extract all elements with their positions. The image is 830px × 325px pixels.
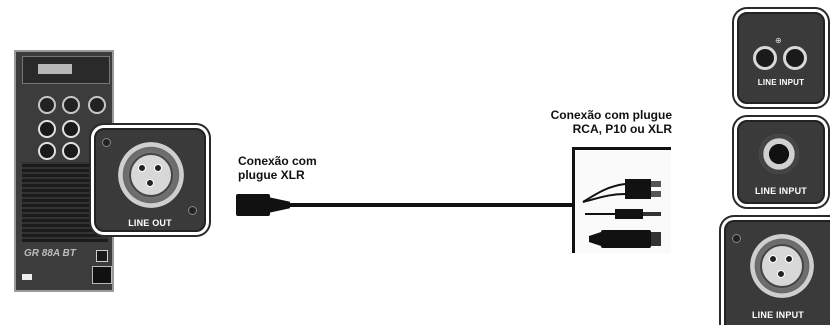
screw-icon <box>188 206 197 215</box>
input-jack <box>62 120 80 138</box>
volume-knob <box>38 96 56 114</box>
p10-line-input-box: LINE INPUT <box>737 120 825 204</box>
xlr-input-face <box>760 244 804 288</box>
rca-line-input-label: LINE INPUT <box>757 78 805 87</box>
p10-jack-icon <box>759 134 799 174</box>
power-switch <box>96 250 108 262</box>
xlr-pin <box>138 164 146 172</box>
input-options-caption-line-1: Conexão com plugue <box>550 108 672 122</box>
rca-jack-icon <box>753 46 777 70</box>
xlr-caption-line-1: Conexão com <box>238 154 317 168</box>
input-options-caption-line-2: RCA, P10 ou XLR <box>572 122 672 136</box>
model-name: GR 88A BT <box>24 248 76 259</box>
power-inlet <box>92 266 112 284</box>
p10-plug-icon <box>585 209 661 219</box>
xlr-plug-strain-relief <box>268 197 290 213</box>
xlr-connector-face <box>129 153 173 197</box>
xlr-pin <box>777 270 785 278</box>
xlr-caption: Conexão com plugue XLR <box>238 154 317 182</box>
audio-cable <box>288 203 590 207</box>
xlr-line-input-label: LINE INPUT <box>751 310 804 320</box>
panel-display <box>38 64 72 74</box>
xlr-caption-line-2: plugue XLR <box>238 168 305 182</box>
xlr-pin <box>154 164 162 172</box>
volume-knob <box>62 96 80 114</box>
rca-line-input-box: ⊕ LINE INPUT <box>737 12 825 104</box>
input-jack <box>62 142 80 160</box>
input-options-caption: Conexão com plugue RCA, P10 ou XLR <box>536 108 672 136</box>
rca-jack-icon <box>783 46 807 70</box>
volume-knob <box>88 96 106 114</box>
heatsink <box>22 162 108 242</box>
plug-options-graphic <box>582 179 661 248</box>
xlr-pin <box>146 179 154 187</box>
screw-icon <box>102 138 111 147</box>
screw-icon: ⊕ <box>775 36 782 45</box>
xlr-male-plug-icon <box>589 230 661 248</box>
rca-plugs-icon <box>582 179 661 203</box>
xlr-line-input-box: LINE INPUT <box>724 220 830 325</box>
xlr-plug-icon <box>236 194 270 216</box>
input-jack <box>38 120 56 138</box>
line-out-callout: LINE OUT <box>94 128 206 232</box>
panel-badge <box>22 274 32 280</box>
line-out-label: LINE OUT <box>128 218 172 228</box>
screw-icon <box>732 234 741 243</box>
input-jack <box>38 142 56 160</box>
xlr-pin <box>769 255 777 263</box>
p10-line-input-label: LINE INPUT <box>754 186 807 196</box>
plug-options-panel <box>572 147 671 253</box>
xlr-pin <box>785 255 793 263</box>
